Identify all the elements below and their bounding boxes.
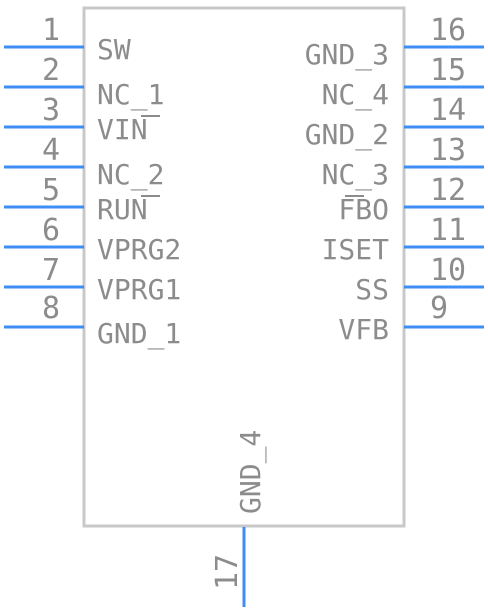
pin-12: 12 FBO bbox=[338, 173, 484, 226]
pin-5-number: 5 bbox=[42, 173, 60, 208]
pin-13: 13 NC_3 bbox=[322, 133, 484, 192]
pin-15-number: 15 bbox=[430, 53, 466, 88]
pin-13-name: NC_3 bbox=[322, 158, 389, 192]
pin-2-name: NC_1 bbox=[97, 78, 164, 112]
pin-2-number: 2 bbox=[42, 53, 60, 88]
pin-4: 4 NC_2 bbox=[4, 133, 164, 192]
pin-5: 5 RUN bbox=[4, 173, 160, 226]
pin-4-number: 4 bbox=[42, 133, 60, 168]
pin-10: 10 SS bbox=[355, 253, 484, 306]
ic-body-outline bbox=[82, 6, 406, 528]
pin-10-name: SS bbox=[355, 273, 389, 306]
pin-12-number: 12 bbox=[430, 173, 466, 208]
pin-6-name: VPRG2 bbox=[97, 233, 181, 266]
right-pin-group: 16 GND_3 15 NC_4 14 GND_2 13 NC_3 12 bbox=[305, 13, 484, 346]
pin-4-name: NC_2 bbox=[97, 158, 164, 192]
pin-14: 14 GND_2 bbox=[305, 93, 484, 152]
pin-14-number: 14 bbox=[430, 93, 466, 128]
pin-6: 6 VPRG2 bbox=[4, 213, 181, 266]
pin-17: 17 GND_4 bbox=[210, 430, 268, 607]
pin-17-name: GND_4 bbox=[234, 430, 268, 514]
pin-1-name: SW bbox=[97, 33, 131, 66]
pin-1-number: 1 bbox=[42, 13, 60, 48]
pin-2: 2 NC_1 bbox=[4, 53, 164, 112]
pin-3: 3 VIN bbox=[4, 93, 160, 146]
pin-15: 15 NC_4 bbox=[322, 53, 484, 112]
pin-8-name: GND_1 bbox=[97, 317, 181, 351]
pin-11-name: ISET bbox=[322, 233, 390, 266]
pin-12-name: FBO bbox=[338, 193, 389, 226]
left-pin-group: 1 SW 2 NC_1 3 VIN 4 NC_2 5 bbox=[4, 13, 181, 351]
pin-16: 16 GND_3 bbox=[305, 13, 484, 72]
pin-14-name: GND_2 bbox=[305, 118, 389, 152]
pin-15-name: NC_4 bbox=[322, 78, 389, 112]
pin-16-name: GND_3 bbox=[305, 38, 389, 72]
pin-3-name: VIN bbox=[97, 113, 148, 146]
pin-1: 1 SW bbox=[4, 13, 131, 66]
pin-7-number: 7 bbox=[42, 253, 60, 288]
pin-5-name: RUN bbox=[97, 193, 148, 226]
pin-7: 7 VPRG1 bbox=[4, 253, 181, 306]
pin-3-number: 3 bbox=[42, 93, 60, 128]
pin-17-number: 17 bbox=[210, 554, 245, 590]
pin-8: 8 GND_1 bbox=[4, 291, 181, 351]
pin-9-name: VFB bbox=[338, 313, 389, 346]
pin-13-number: 13 bbox=[430, 133, 466, 168]
pin-7-name: VPRG1 bbox=[97, 273, 181, 306]
pin-16-number: 16 bbox=[430, 13, 466, 48]
pin-8-number: 8 bbox=[42, 291, 60, 326]
pin-9-number: 9 bbox=[430, 291, 448, 326]
pin-11: 11 ISET bbox=[322, 213, 484, 266]
pin-9: 9 VFB bbox=[338, 291, 484, 346]
pin-6-number: 6 bbox=[42, 213, 60, 248]
pin-11-number: 11 bbox=[430, 213, 466, 248]
pin-10-number: 10 bbox=[430, 253, 466, 288]
